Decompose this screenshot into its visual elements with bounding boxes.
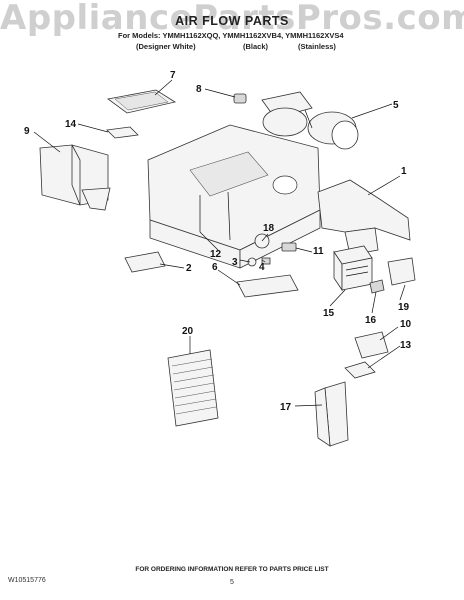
part-10-board <box>354 331 389 359</box>
part-8-clip <box>233 93 247 104</box>
callout-9: 9 <box>24 126 30 137</box>
callout-20: 20 <box>182 326 194 337</box>
callout-11: 11 <box>313 246 324 257</box>
page-title: AIR FLOW PARTS <box>175 14 289 28</box>
callout-4: 4 <box>259 262 265 273</box>
part-2-plate <box>124 251 166 273</box>
part-7-filter <box>107 89 177 114</box>
callout-19: 19 <box>398 302 410 313</box>
callout-6: 6 <box>212 262 218 273</box>
page-number: 5 <box>230 579 234 586</box>
callout-18: 18 <box>263 223 275 234</box>
part-15-transformer <box>333 245 373 292</box>
callout-16: 16 <box>365 315 377 326</box>
callout-1: 1 <box>401 166 407 177</box>
callout-2: 2 <box>186 263 192 274</box>
callout-13: 13 <box>400 340 412 351</box>
part-16-bracket <box>369 279 385 294</box>
callout-7: 7 <box>170 70 176 81</box>
part-3-lamp <box>247 257 257 267</box>
callout-8: 8 <box>196 84 202 95</box>
variant-stainless: (Stainless) <box>298 42 336 51</box>
part-5-blower-motor <box>261 91 359 150</box>
part-9-vent-duct <box>39 144 111 211</box>
variant-black: (Black) <box>243 42 269 51</box>
callout-3: 3 <box>232 257 238 268</box>
variant-designer-white: (Designer White) <box>136 42 196 51</box>
part-14-plate <box>106 126 139 139</box>
leader-lines <box>33 79 406 407</box>
main-housing <box>147 124 321 269</box>
callout-labels: 7 8 5 14 9 1 18 12 11 3 4 2 6 15 16 19 1… <box>24 70 412 413</box>
part-6-plate <box>236 274 299 298</box>
part-19-bracket <box>387 257 416 286</box>
callout-17: 17 <box>280 402 292 413</box>
callout-15: 15 <box>323 308 335 319</box>
part-20-grille <box>167 349 219 427</box>
part-17-duct <box>314 381 349 447</box>
part-1-side-duct <box>317 179 411 256</box>
part-13-bracket <box>344 361 376 379</box>
ordering-note: FOR ORDERING INFORMATION REFER TO PARTS … <box>135 566 329 573</box>
callout-5: 5 <box>393 100 399 111</box>
watermark: AppliancePartsPros.com <box>0 0 464 38</box>
part-11-connector <box>281 242 297 252</box>
callout-12: 12 <box>210 249 222 260</box>
model-list: For Models: YMMH1162XQQ, YMMH1162XVB4, Y… <box>118 31 344 40</box>
callout-14: 14 <box>65 119 77 130</box>
part-4-socket <box>261 257 271 265</box>
callout-10: 10 <box>400 319 412 330</box>
header: AIR FLOW PARTS <box>0 14 464 28</box>
document-number: W10515776 <box>8 577 46 584</box>
